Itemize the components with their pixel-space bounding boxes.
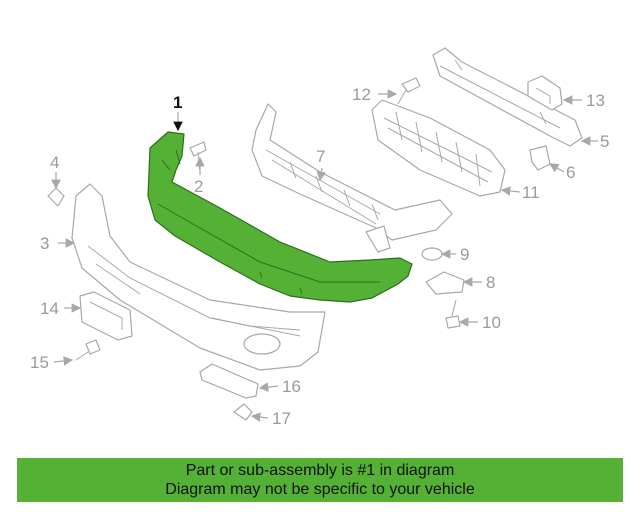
callout-15: 15 (30, 353, 49, 372)
clip-part-4[interactable] (47, 187, 65, 207)
leader-16 (258, 382, 279, 392)
callout-2: 2 (194, 177, 203, 196)
callout-13: 13 (586, 91, 605, 110)
exploded-parts-diagram: 1 2 3 4 5 6 7 8 9 10 11 12 13 14 15 16 1… (30, 47, 609, 428)
reinforcement-bar-part[interactable] (432, 47, 583, 147)
license-bracket-part[interactable] (79, 291, 133, 341)
lower-deflector-part[interactable] (199, 363, 259, 399)
grille-part[interactable] (371, 99, 506, 197)
leader-17 (250, 412, 269, 422)
callout-16: 16 (282, 377, 301, 396)
leader-6 (548, 163, 565, 173)
callout-7: 7 (316, 147, 325, 166)
banner-line-2: Diagram may not be specific to your vehi… (165, 481, 475, 498)
bracket-part-13[interactable] (527, 75, 563, 111)
bracket-part-8[interactable] (425, 271, 465, 295)
callout-12: 12 (352, 85, 371, 104)
energy-absorber-part-1[interactable] (147, 131, 413, 303)
notice-banner: Part or sub-assembly is #1 in diagram Di… (17, 458, 623, 502)
bumper-cover-part[interactable] (71, 183, 326, 371)
callout-9: 9 (460, 245, 469, 264)
banner-line-1: Part or sub-assembly is #1 in diagram (185, 462, 455, 479)
callout-5: 5 (600, 132, 609, 151)
clip-part-6[interactable] (529, 145, 551, 171)
callout-11: 11 (522, 183, 540, 202)
callout-10: 10 (482, 313, 501, 332)
leader-7 (316, 167, 327, 182)
callout-14: 14 (40, 299, 59, 318)
bolt-part-2[interactable] (189, 141, 207, 173)
callout-8: 8 (486, 273, 495, 292)
nut-part-9[interactable] (421, 247, 443, 261)
callout-6: 6 (566, 163, 575, 182)
leader-11 (500, 186, 521, 196)
callout-17: 17 (272, 409, 291, 428)
screw-part-15[interactable] (75, 339, 101, 361)
pushpin-part-17[interactable] (233, 403, 253, 421)
callout-1: 1 (173, 93, 182, 112)
support-part-7[interactable] (251, 103, 453, 253)
callout-4: 4 (50, 153, 59, 172)
callout-3: 3 (40, 234, 49, 253)
screw-part-10[interactable] (445, 299, 461, 329)
leader-15 (53, 356, 74, 366)
screw-part-12[interactable] (397, 77, 421, 105)
